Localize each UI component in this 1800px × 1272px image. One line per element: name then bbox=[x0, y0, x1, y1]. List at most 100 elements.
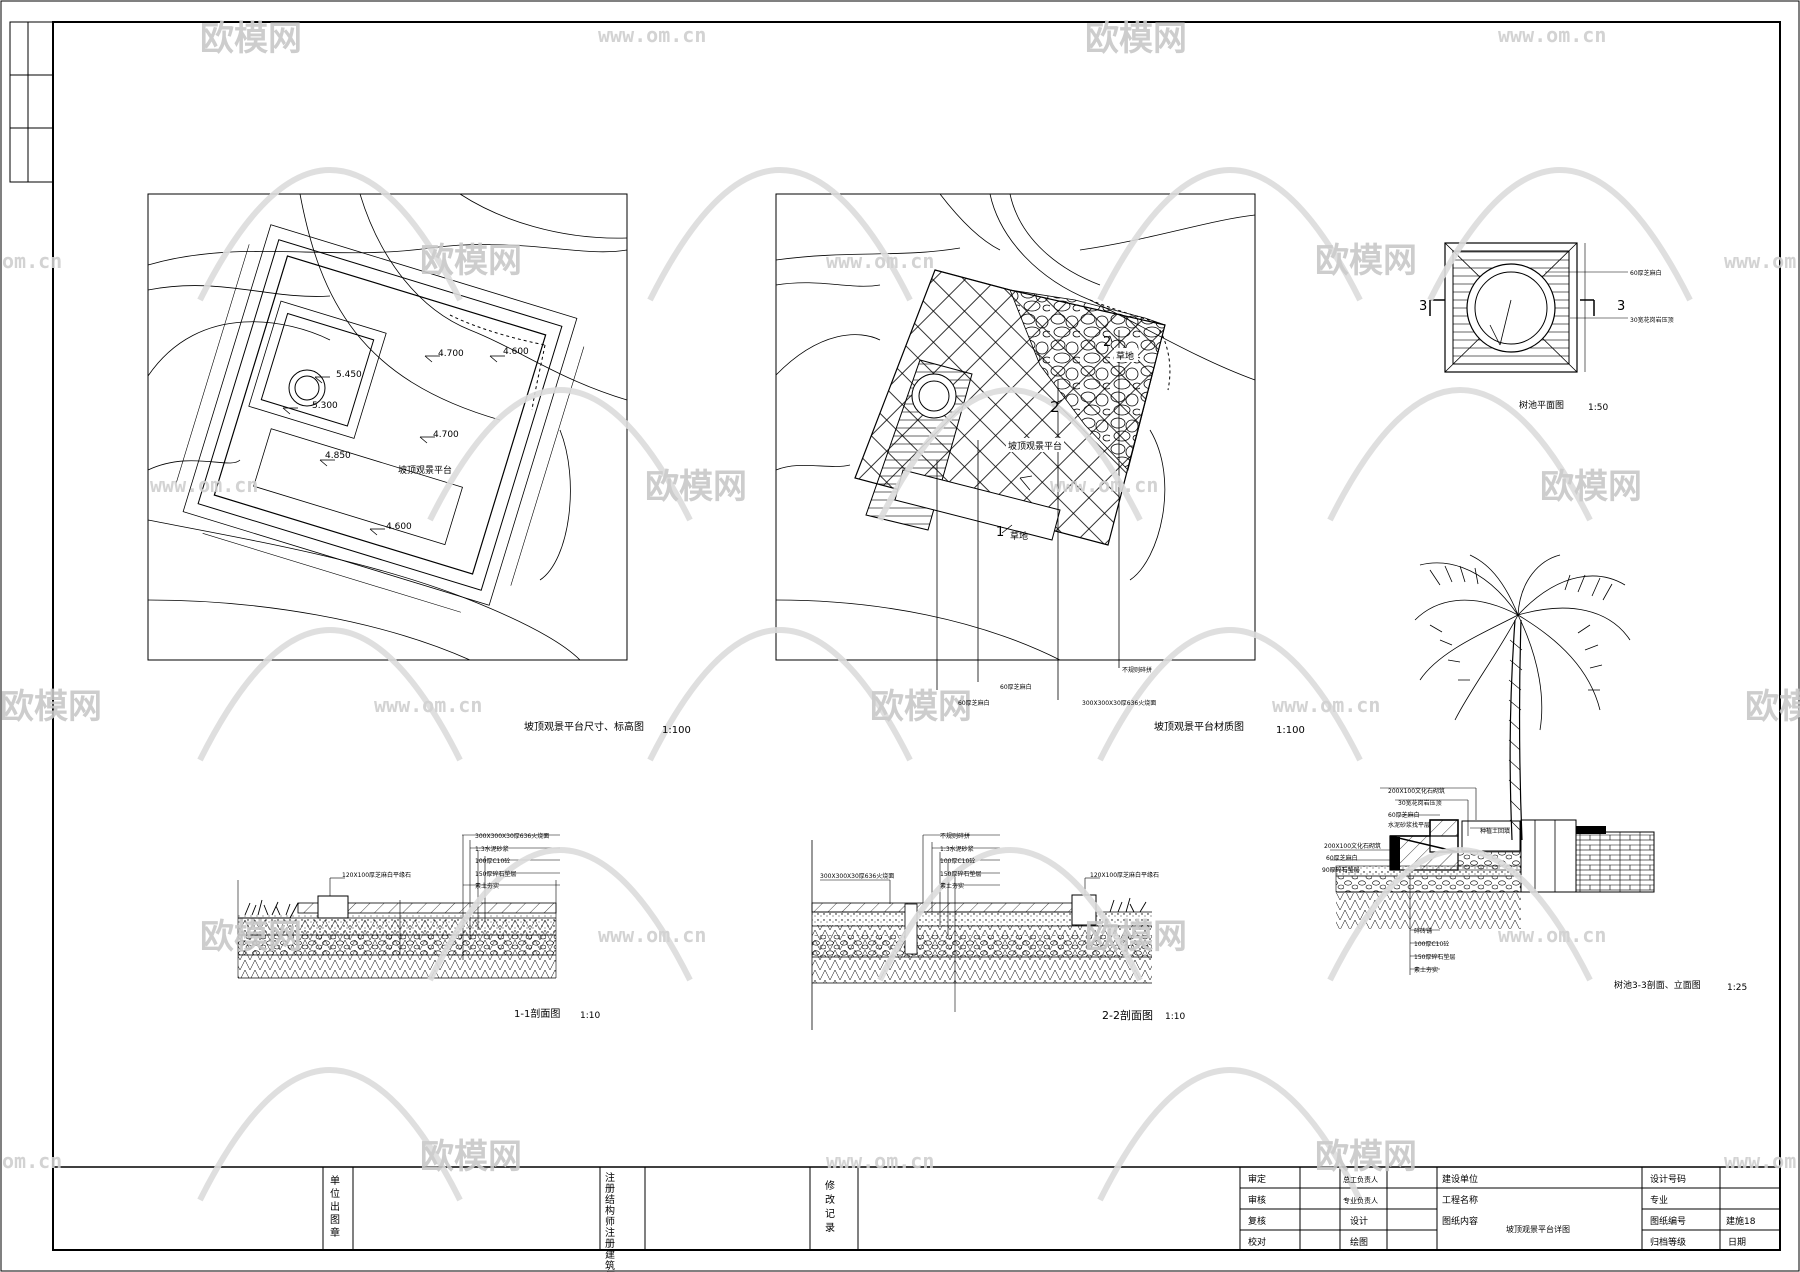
person-label: 总工负责人 bbox=[1343, 1175, 1378, 1184]
plan-material-labels: 坡顶观景平台 草地 草地 1 2 2 60厚芝麻白 60厚芝麻白 300X300… bbox=[958, 335, 1305, 736]
person-label: 设计 bbox=[1350, 1215, 1368, 1227]
watermark-url: www.om.cn bbox=[1050, 473, 1158, 497]
platform-label: 坡顶观景平台 bbox=[398, 464, 452, 476]
watermark-url: om.cn bbox=[2, 1149, 62, 1173]
inner-border bbox=[52, 21, 1781, 1251]
elevation-label: 5.450 bbox=[336, 370, 362, 380]
unit-seal-label: 单位出图章 bbox=[328, 1175, 340, 1240]
material-callout: 60厚芝麻白 bbox=[958, 699, 990, 707]
watermark-url: www.om.cn bbox=[598, 923, 706, 947]
content-value: 坡顶观景平台详图 bbox=[1506, 1224, 1570, 1234]
date-label: 日期 bbox=[1728, 1237, 1746, 1248]
drawing-title: 坡顶观景平台尺寸、标高图 bbox=[524, 720, 644, 733]
tree-pool-plan-labels: 3 3 60厚芝麻白 30宽花岗岩压顶 树池平面图 1:50 bbox=[1419, 269, 1674, 413]
info-label: 归档等级 bbox=[1650, 1236, 1686, 1248]
info-label: 图纸编号 bbox=[1650, 1215, 1686, 1227]
grass-label: 草地 bbox=[1010, 530, 1028, 542]
watermark-brand: 欧模网 bbox=[1315, 241, 1417, 281]
elevation-label: 4.700 bbox=[433, 430, 459, 440]
elevation-label: 5.300 bbox=[312, 401, 338, 411]
layer-callout: 100厚C10砼 bbox=[940, 857, 975, 865]
watermark-brand: 欧模网 bbox=[200, 917, 302, 957]
elevation-label: 4.850 bbox=[325, 451, 351, 461]
layer-callout: 300X300X30厚636火烧面 bbox=[475, 832, 549, 840]
elevation-label: 4.600 bbox=[386, 522, 412, 532]
drawing-scale: 1:25 bbox=[1727, 983, 1747, 993]
layer-callout: 100厚C10砼 bbox=[1414, 940, 1449, 948]
section-mark: 3 bbox=[1617, 299, 1625, 314]
layer-callout: 150厚碎石垫层 bbox=[940, 870, 981, 878]
info-label: 设计号码 bbox=[1650, 1173, 1686, 1185]
layer-callout: 150厚碎石垫层 bbox=[475, 870, 516, 878]
layer-callout: 1:3水泥砂浆 bbox=[940, 845, 974, 853]
layer-callout: 120X100厚芝麻白平缘石 bbox=[1090, 871, 1159, 879]
layer-callout: 60厚芝麻白 bbox=[1388, 811, 1420, 819]
plan-material-drawing bbox=[775, 193, 1256, 700]
drawing-scale: 1:100 bbox=[1276, 725, 1305, 736]
section-2-2-labels: 不规则碎拼 1:3水泥砂浆 100厚C10砼 150厚碎石垫层 素土夯实 300… bbox=[820, 832, 1185, 1022]
drawing-number: 建施18 bbox=[1726, 1215, 1756, 1227]
elevation-label: 4.600 bbox=[503, 347, 529, 357]
section-3-3-labels: 200X100文化石砌筑 30宽花岗岩压顶 60厚芝麻白 水泥砂浆找平层 种植土… bbox=[1322, 787, 1747, 993]
section-mark: 3 bbox=[1419, 299, 1427, 314]
layer-callout: 300X300X30厚636火烧面 bbox=[820, 872, 894, 880]
layer-callout: 120X100厚芝麻白平缘石 bbox=[342, 871, 411, 879]
layer-callout: 30宽花岗岩压顶 bbox=[1398, 799, 1442, 807]
reg-seal-label: 注册结构师注册建筑师印章 bbox=[603, 1171, 615, 1272]
material-callout: 不规则碎拼 bbox=[1122, 666, 1152, 674]
layer-callout: 150厚碎石垫层 bbox=[1414, 953, 1455, 961]
watermark-url: om.cn bbox=[2, 249, 62, 273]
watermark-url: www.om.cn bbox=[1498, 23, 1606, 47]
layer-callout: 60厚芝麻白 bbox=[1326, 854, 1358, 862]
watermark-brand: 欧模网 bbox=[1540, 467, 1642, 507]
layer-callout: 素土夯实 bbox=[475, 882, 499, 890]
watermark-brand: 欧模网 bbox=[0, 687, 102, 727]
watermark-url: www.om.cn bbox=[598, 23, 706, 47]
person-label: 绘图 bbox=[1350, 1236, 1368, 1248]
role-label: 校对 bbox=[1248, 1236, 1266, 1248]
watermark-url: www.om.cn bbox=[1724, 249, 1800, 273]
drawing-title: 1-1剖面图 bbox=[514, 1007, 560, 1020]
section-mark: 2 bbox=[1050, 398, 1060, 416]
watermark-brand: 欧模网 bbox=[200, 19, 302, 59]
binding-strip bbox=[9, 21, 54, 183]
info-label: 专业 bbox=[1650, 1194, 1668, 1206]
watermark-brand: 欧模网 bbox=[1315, 1137, 1417, 1177]
watermark-layer: 欧模网 欧模网 欧模网 欧模网 欧模网 欧模网 欧模网 欧模网 欧模网 欧模网 … bbox=[0, 19, 1800, 1202]
watermark-brand: 欧模网 bbox=[870, 687, 972, 727]
layer-callout: 素土夯实 bbox=[940, 882, 964, 890]
layer-callout: 素土夯实 bbox=[1414, 966, 1438, 974]
watermark-brand: 欧模网 bbox=[1745, 687, 1800, 727]
role-label: 复核 bbox=[1248, 1215, 1266, 1227]
client-label: 建设单位 bbox=[1442, 1173, 1478, 1185]
platform-label: 坡顶观景平台 bbox=[1008, 440, 1062, 452]
section-1-1-drawing bbox=[237, 834, 560, 979]
layer-callout: 100厚C10砼 bbox=[475, 857, 510, 865]
watermark-brand: 欧模网 bbox=[1085, 19, 1187, 59]
watermark-url: www.om.cn bbox=[1724, 1149, 1800, 1173]
project-label: 工程名称 bbox=[1442, 1194, 1478, 1206]
drawing-title: 坡顶观景平台材质图 bbox=[1154, 720, 1244, 733]
drawing-title: 树池平面图 bbox=[1519, 399, 1564, 411]
material-callout: 60厚芝麻白 bbox=[1630, 269, 1662, 277]
watermark-brand: 欧模网 bbox=[420, 241, 522, 281]
title-block-grid bbox=[53, 1166, 1780, 1250]
section-1-1-labels: 300X300X30厚636火烧面 1:3水泥砂浆 100厚C10砼 150厚碎… bbox=[342, 832, 600, 1021]
drawing-title: 2-2剖面图 bbox=[1102, 1008, 1153, 1022]
elevation-label: 4.700 bbox=[438, 349, 464, 359]
section-3-3-drawing bbox=[1330, 554, 1655, 975]
layer-callout: 90厚碎石垫层 bbox=[1322, 866, 1360, 874]
section-mark: 1 bbox=[996, 525, 1004, 540]
watermark-brand: 欧模网 bbox=[420, 1137, 522, 1177]
layer-callout: 碎砖铺 bbox=[1414, 927, 1432, 935]
layer-callout: 不规则碎拼 bbox=[940, 832, 970, 840]
layer-callout: 200X100文化石砌筑 bbox=[1388, 787, 1445, 795]
watermark-brand: 欧模网 bbox=[645, 467, 747, 507]
layer-callout: 水泥砂浆找平层 bbox=[1388, 821, 1430, 829]
revision-label: 修改记录 bbox=[823, 1179, 835, 1236]
material-callout: 30宽花岗岩压顶 bbox=[1630, 316, 1674, 324]
drawing-scale: 1:50 bbox=[1588, 403, 1608, 413]
layer-callout: 1:3水泥砂浆 bbox=[475, 845, 509, 853]
watermark-url: www.om.cn bbox=[374, 693, 482, 717]
